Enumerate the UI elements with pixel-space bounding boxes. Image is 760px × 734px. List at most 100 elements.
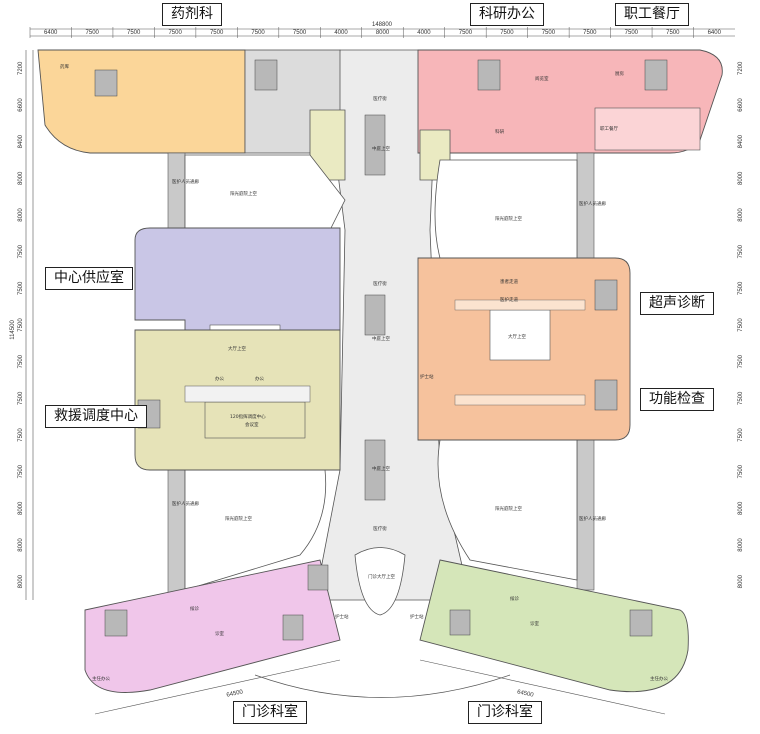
function-waiting xyxy=(454,394,586,406)
lab-label: 科研 xyxy=(495,128,504,135)
staff-corridor-right-lower-label: 医护人员通廊 xyxy=(579,515,606,522)
lobby-void xyxy=(354,547,406,616)
courtyard-label-3: 阳光庭院上空 xyxy=(225,515,252,522)
entrance-arc xyxy=(254,674,511,698)
atrium-label-3: 中庭上空 xyxy=(372,465,390,472)
corridor-right-lower xyxy=(576,439,595,591)
left-dimension-value: 8000 xyxy=(18,208,24,222)
left-dimension-value: 8000 xyxy=(18,171,24,185)
conference-label: 会议室 xyxy=(245,421,259,428)
medical-street-label-3: 医疗街 xyxy=(373,525,387,532)
dispatch-center-room xyxy=(204,401,306,439)
medical-street-label-2: 医疗街 xyxy=(373,280,387,287)
top-dimension-value: 7500 xyxy=(127,30,141,36)
office-label-2: 办公 xyxy=(255,375,264,382)
atrium-label-2: 中庭上空 xyxy=(372,335,390,342)
right-segment-dimensions: 7200660084008000800075007500750075007500… xyxy=(738,61,744,588)
patient-corridor-label: 患者走道 xyxy=(500,278,518,285)
waiting-label-left: 候诊 xyxy=(190,605,199,612)
courtyard-bottom-right xyxy=(437,439,578,581)
bottom-dimension-lines xyxy=(94,659,666,715)
dept-label-ultrasound: 超声诊断 xyxy=(640,292,714,315)
left-dimension-value: 7500 xyxy=(18,281,24,295)
waiting-label-right: 候诊 xyxy=(510,595,519,602)
left-dimension-value: 8000 xyxy=(18,574,24,588)
right-dimension-value: 8000 xyxy=(738,538,744,552)
dept-label-outpatient-right: 门诊科室 xyxy=(468,701,542,724)
left-dimension-value: 7500 xyxy=(18,244,24,258)
staff-corridor-left-lower-label: 医护人员通廊 xyxy=(172,500,199,507)
right-dimension-value: 7500 xyxy=(738,391,744,405)
dept-label-outpatient-left: 门诊科室 xyxy=(233,701,307,724)
left-dimension-value: 8400 xyxy=(18,134,24,148)
right-dimension-value: 7500 xyxy=(738,464,744,478)
left-dimension-line xyxy=(25,50,34,600)
kitchen-label: 厨房 xyxy=(615,70,624,77)
dept-label-central-supply: 中心供应室 xyxy=(45,267,133,290)
total-width-dimension: 148800 xyxy=(372,22,393,28)
dept-label-pharmacy: 药剂科 xyxy=(162,3,222,26)
top-dimension-value: 7500 xyxy=(666,30,680,36)
right-dimension-value: 7500 xyxy=(738,281,744,295)
dispatch-hall xyxy=(184,385,311,403)
left-dimension-value: 6600 xyxy=(18,98,24,112)
top-dimension-value: 7500 xyxy=(168,30,182,36)
left-dimension-value: 8000 xyxy=(18,501,24,515)
bottom-left-total: 64500 xyxy=(226,689,244,698)
outpatient-right-wing xyxy=(419,559,689,693)
top-dimension-value: 4000 xyxy=(417,30,431,36)
courtyard-top-right xyxy=(434,159,578,259)
medical-street-label-1: 医疗街 xyxy=(373,95,387,102)
left-dimension-value: 7200 xyxy=(18,61,24,75)
right-dimension-value: 7500 xyxy=(738,354,744,368)
courtyard-label-4: 阳光庭院上空 xyxy=(495,505,522,512)
dept-label-rescue-dispatch: 救援调度中心 xyxy=(45,405,147,428)
top-dimension-value: 7500 xyxy=(625,30,639,36)
director-label-right: 主任办公 xyxy=(650,675,668,682)
top-dimension-value: 7500 xyxy=(210,30,224,36)
total-height-dimension: 114500 xyxy=(10,320,16,340)
doctor-corridor-label: 医护走道 xyxy=(500,296,518,303)
left-dimension-value: 7500 xyxy=(18,354,24,368)
nurse-station-label-3: 护士站 xyxy=(410,613,424,620)
corridor-left-lower xyxy=(167,469,186,596)
pharmacy-store-label: 药库 xyxy=(60,63,69,70)
top-dimension-value: 6400 xyxy=(44,30,58,36)
right-dimension-value: 7500 xyxy=(738,244,744,258)
right-dimension-value: 8000 xyxy=(738,208,744,222)
left-dimension-value: 7500 xyxy=(18,391,24,405)
left-dimension-value: 7500 xyxy=(18,464,24,478)
dept-label-function-exam: 功能检查 xyxy=(640,388,714,411)
courtyard-bottom-left xyxy=(184,469,327,591)
dept-label-research-office: 科研办公 xyxy=(470,3,544,26)
right-dimension-value: 8400 xyxy=(738,134,744,148)
left-dimension-value: 8000 xyxy=(18,538,24,552)
right-dimension-value: 8000 xyxy=(738,501,744,515)
courtyard-label-2: 阳光庭院上空 xyxy=(495,215,522,222)
dining-label: 职工餐厅 xyxy=(600,125,618,132)
right-dimension-value: 7200 xyxy=(738,61,744,75)
top-dimension-value: 7500 xyxy=(500,30,514,36)
nurse-station-label-1: 护士站 xyxy=(420,373,434,380)
bottom-right-total: 64500 xyxy=(516,689,534,698)
dispatch-center-label: 120指挥调度中心 xyxy=(230,413,266,420)
staff-corridor-left-upper-label: 医护人员通廊 xyxy=(172,178,199,185)
top-dimension-line xyxy=(30,28,735,37)
right-dimension-value: 7500 xyxy=(738,428,744,442)
staff-corridor-right-upper-label: 医护人员通廊 xyxy=(579,200,606,207)
top-dimension-value: 7500 xyxy=(542,30,556,36)
pharmacy-wing xyxy=(37,49,246,154)
right-dimension-value: 8000 xyxy=(738,171,744,185)
top-dimension-value: 8000 xyxy=(376,30,390,36)
outpatient-left-wing xyxy=(84,559,341,693)
courtyard-label-1: 阳光庭院上空 xyxy=(230,190,257,197)
central-supply-block xyxy=(134,227,341,331)
top-dimension-value: 6400 xyxy=(708,30,722,36)
right-dimension-value: 8000 xyxy=(738,574,744,588)
left-dimension-value: 7500 xyxy=(18,428,24,442)
right-dimension-value: 7500 xyxy=(738,318,744,332)
left-dimension-value: 7500 xyxy=(18,318,24,332)
dept-label-staff-dining: 职工餐厅 xyxy=(615,3,689,26)
